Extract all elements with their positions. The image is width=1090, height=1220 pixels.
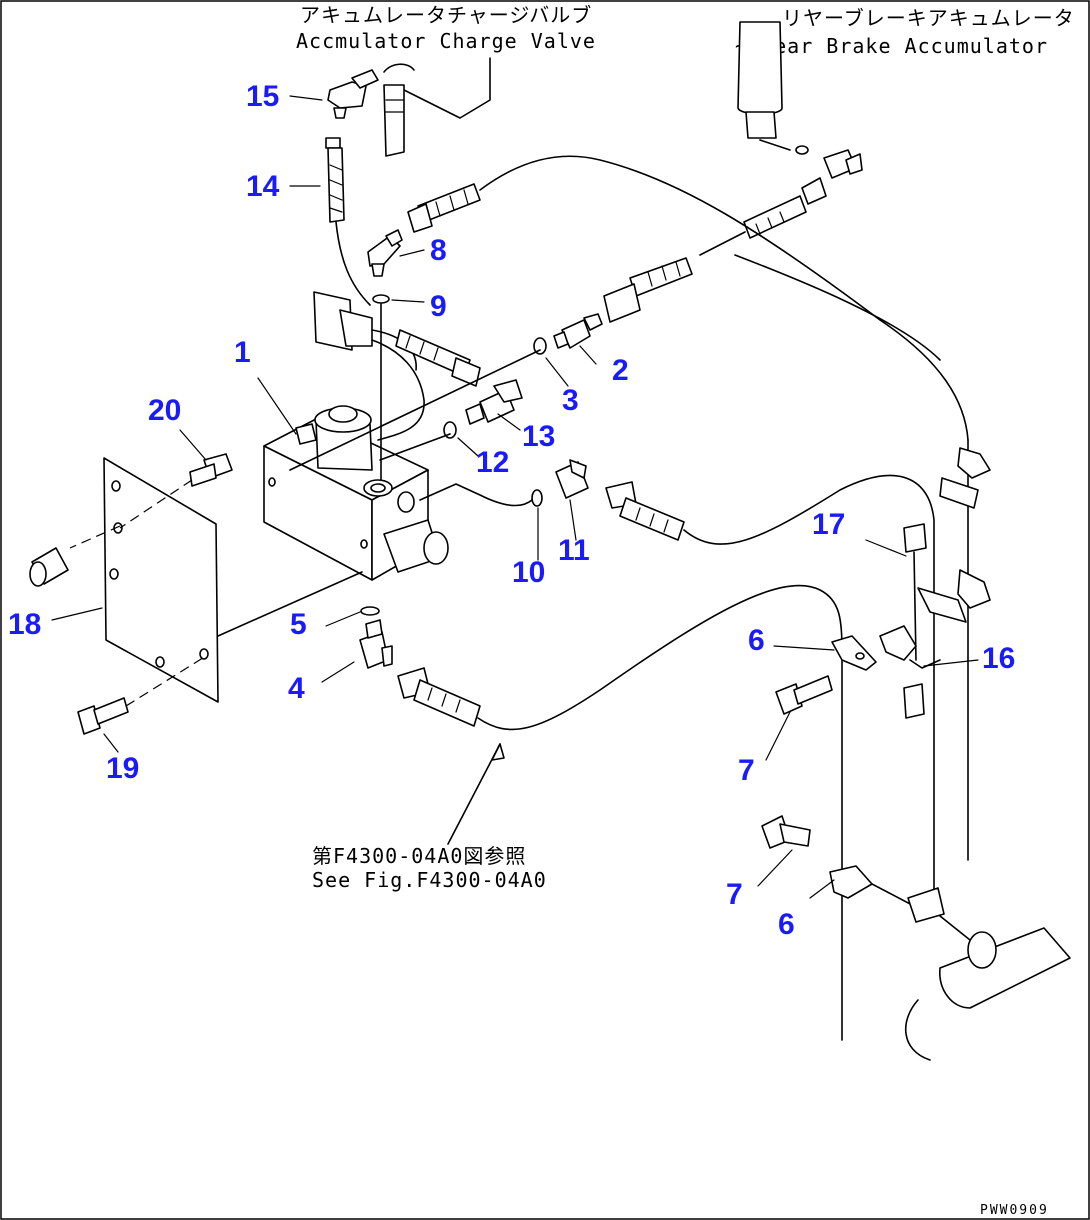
callout-5: 5: [290, 608, 307, 641]
callout-9: 9: [430, 290, 447, 323]
callout-3: 3: [562, 384, 579, 417]
bolt-20: [119, 453, 233, 529]
clamp-6-lower: [829, 865, 945, 923]
callout-leaders: [51, 95, 979, 899]
elbow-8: [367, 229, 403, 277]
o-ring-3: [289, 337, 547, 471]
connector-13: [465, 379, 523, 425]
hose-11: [605, 474, 935, 901]
callout-11: 11: [558, 534, 590, 567]
callout-6-lower: 6: [778, 908, 795, 941]
charge-valve-caption-jp: アキュムレータチャージバルブ: [300, 3, 592, 27]
callout-19: 19: [106, 752, 139, 785]
connector-2: [553, 313, 603, 349]
callout-4: 4: [288, 672, 305, 705]
see-fig-caption-jp: 第F4300-04A0図参照: [312, 844, 526, 868]
accumulator-hose: [603, 177, 827, 323]
clamp-6-upper: [831, 635, 877, 671]
o-ring-5: [360, 606, 380, 616]
rear-accumulator-caption-en: ~ Rear Brake Accumulator: [735, 34, 1048, 58]
charge-valve-caption-en: Accmulator Charge Valve: [296, 29, 596, 53]
callout-2: 2: [612, 354, 629, 387]
see-fig-leader: [447, 743, 505, 845]
o-ring-12: [379, 421, 457, 461]
callout-12: 12: [476, 446, 509, 479]
o-ring-10: [419, 483, 543, 507]
hose-14: [325, 137, 371, 306]
orifice-9: [372, 294, 390, 481]
callout-13: 13: [522, 420, 555, 453]
bolt-7-lower: [761, 815, 811, 849]
collar: [29, 547, 69, 587]
see-fig-caption-en: See Fig.F4300-04A0: [312, 868, 547, 892]
charge-valve-fitting: [383, 57, 491, 157]
bolt-19: [77, 655, 207, 735]
drawing-code: PWW0909: [980, 1203, 1049, 1218]
bolt-17: [903, 523, 927, 661]
rear-accumulator-caption-jp: リヤーブレーキアキュムレータ: [782, 6, 1075, 30]
hose-4: [397, 584, 843, 1041]
rear-brake-accumulator: [737, 21, 863, 179]
brake-valve: [905, 915, 1071, 1061]
callout-18: 18: [8, 608, 41, 641]
solenoid-connector: [313, 291, 425, 441]
callout-16: 16: [982, 642, 1015, 675]
hose-to-port-3: [395, 329, 481, 387]
callout-15: 15: [246, 80, 279, 113]
callout-7-upper: 7: [738, 754, 755, 787]
bracket-16: [879, 587, 967, 719]
callout-10: 10: [512, 556, 545, 589]
elbow-15: [327, 69, 379, 119]
callout-14: 14: [246, 170, 280, 203]
elbow-4: [359, 619, 393, 669]
callout-8: 8: [430, 234, 447, 267]
callout-17: 17: [812, 508, 845, 541]
bolt-7-upper: [775, 675, 833, 715]
charge-valve-block: [263, 405, 449, 581]
brake-line: [407, 155, 969, 861]
callout-7-lower: 7: [726, 878, 743, 911]
callout-20: 20: [148, 394, 181, 427]
elbow-11: [555, 459, 589, 499]
callout-1: 1: [234, 336, 251, 369]
clamps-right: [939, 447, 991, 609]
callout-6-upper: 6: [748, 624, 765, 657]
